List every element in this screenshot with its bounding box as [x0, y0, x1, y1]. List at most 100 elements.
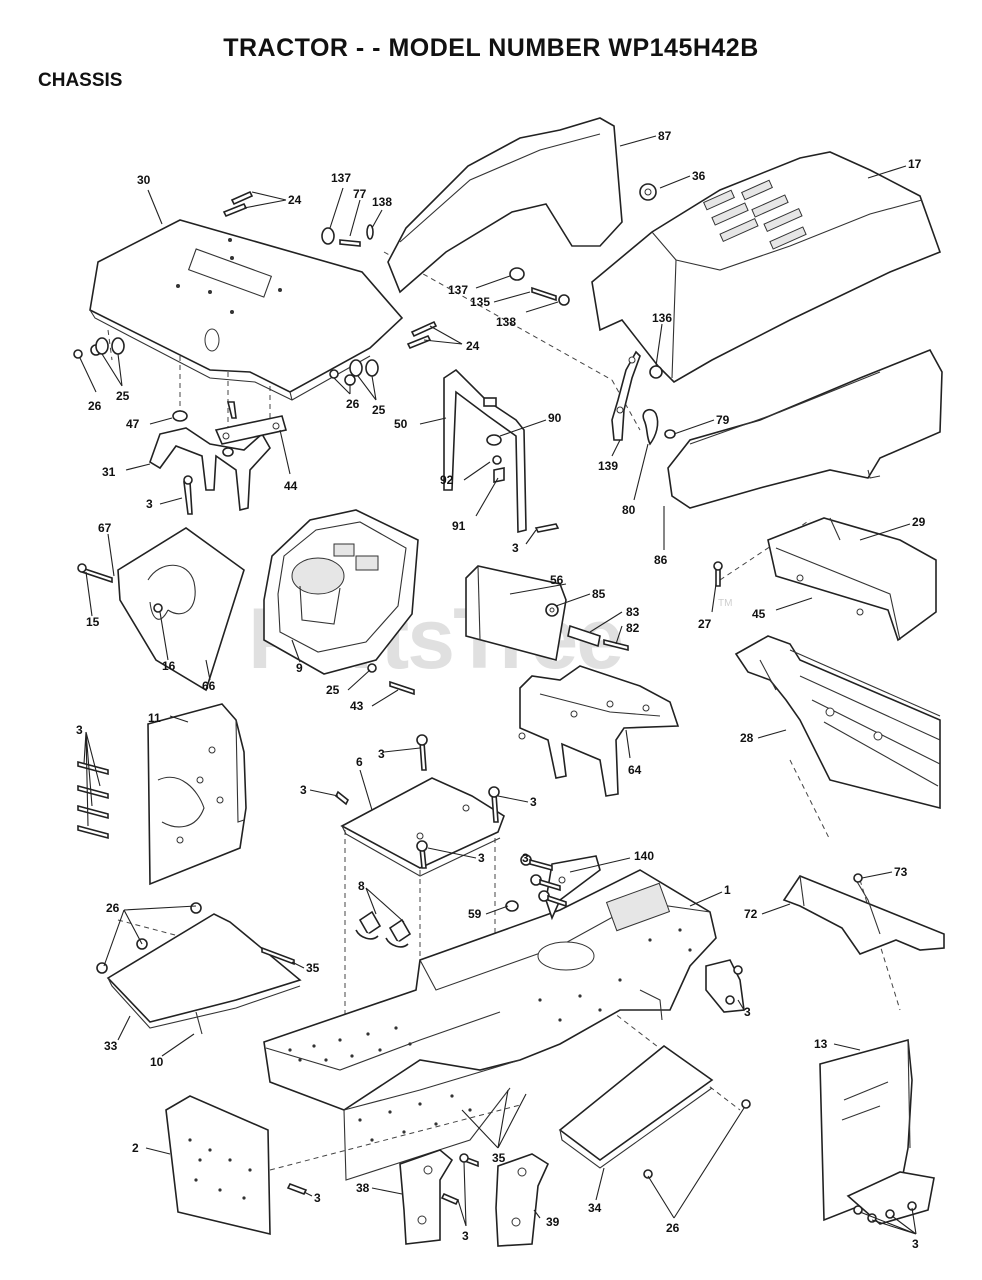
- part-lower-bracket-38[interactable]: [399, 1149, 454, 1245]
- part-retaining-clips[interactable]: [355, 910, 412, 948]
- callout-3-frame-right: 3: [744, 1005, 751, 1019]
- section-title: CHASSIS: [38, 70, 123, 91]
- callout-3-sidepanel-right: 3: [912, 1237, 919, 1251]
- part-front-panel-left[interactable]: [165, 1095, 308, 1236]
- callout-35-frame: 35: [492, 1151, 506, 1165]
- callout-1: 1: [724, 883, 731, 897]
- callout-13: 13: [814, 1037, 828, 1051]
- callout-17: 17: [908, 157, 922, 171]
- callout-26-footrest-right: 26: [666, 1221, 680, 1235]
- part-dash-console[interactable]: [263, 509, 419, 696]
- part-footrest-left[interactable]: [96, 902, 302, 1035]
- callout-92: 92: [440, 473, 454, 487]
- callout-24-lower: 24: [466, 339, 480, 353]
- callout-56: 56: [550, 573, 564, 587]
- part-lower-bracket-39[interactable]: [440, 1153, 550, 1247]
- callout-26-footrest: 26: [106, 901, 120, 915]
- callout-3-brackets: 3: [462, 1229, 469, 1243]
- callout-31: 31: [102, 465, 116, 479]
- callout-16: 16: [162, 659, 176, 673]
- callout-26-left: 26: [88, 399, 102, 413]
- callout-44: 44: [284, 479, 298, 493]
- callout-24-upper: 24: [288, 193, 302, 207]
- part-hood-side-panel-left[interactable]: [387, 117, 623, 294]
- callout-2: 2: [132, 1141, 139, 1155]
- callout-3-steering: 3: [512, 541, 519, 555]
- callout-39: 39: [546, 1215, 560, 1229]
- frame-holes: [288, 928, 692, 1142]
- hood-vent-grille: [703, 179, 807, 250]
- callout-67: 67: [98, 521, 112, 535]
- callout-80: 80: [622, 503, 636, 517]
- part-steering-support-bracket[interactable]: [443, 368, 560, 534]
- callout-28: 28: [740, 731, 754, 745]
- callout-87: 87: [658, 129, 672, 143]
- callout-3-sidepanel: 3: [76, 723, 83, 737]
- panel-2-holes: [188, 1138, 252, 1200]
- part-dash-support-bracket[interactable]: [149, 401, 288, 515]
- callout-33: 33: [104, 1039, 118, 1053]
- callout-3-panel2: 3: [314, 1191, 321, 1205]
- part-center-bracket[interactable]: [518, 665, 680, 797]
- callout-26-right: 26: [346, 397, 360, 411]
- callout-138-upper: 138: [372, 195, 392, 209]
- callout-66: 66: [202, 679, 216, 693]
- callout-137-lower: 137: [448, 283, 468, 297]
- part-side-panel-left[interactable]: [77, 703, 247, 886]
- callout-34: 34: [588, 1201, 602, 1215]
- callout-8: 8: [358, 879, 365, 893]
- part-footrest-right[interactable]: [558, 1044, 751, 1179]
- callout-15: 15: [86, 615, 100, 629]
- callout-43: 43: [350, 699, 364, 713]
- callout-35-footrest: 35: [306, 961, 320, 975]
- callout-47: 47: [126, 417, 140, 431]
- hardware-bolts-24: [222, 190, 438, 350]
- callout-59: 59: [468, 907, 482, 921]
- part-hood-bracket[interactable]: [611, 350, 659, 446]
- callout-6: 6: [356, 755, 363, 769]
- part-floor-plate[interactable]: [334, 734, 505, 877]
- callout-25-right: 25: [372, 403, 386, 417]
- callout-3-plate-bottom: 3: [478, 851, 485, 865]
- callout-45: 45: [752, 607, 766, 621]
- part-rear-frame-plate[interactable]: [734, 635, 941, 841]
- callout-85: 85: [592, 587, 606, 601]
- callout-82: 82: [626, 621, 640, 635]
- part-rear-cover[interactable]: [713, 517, 937, 642]
- part-rear-bracket[interactable]: [782, 873, 945, 955]
- callout-72: 72: [744, 907, 758, 921]
- callout-136: 136: [652, 311, 672, 325]
- callout-3-bracket: 3: [146, 497, 153, 511]
- callout-135: 135: [470, 295, 490, 309]
- callout-3-frame-bolt: 3: [522, 851, 529, 865]
- callout-9: 9: [296, 661, 303, 675]
- page-title: TRACTOR - - MODEL NUMBER WP145H42B: [223, 34, 759, 62]
- callout-38: 38: [356, 1181, 370, 1195]
- callout-10: 10: [150, 1055, 164, 1069]
- part-side-panel-right[interactable]: [819, 1038, 935, 1225]
- part-heat-shield[interactable]: [77, 527, 245, 692]
- hardware-bolts-140: [505, 854, 743, 1005]
- callout-25-left: 25: [116, 389, 130, 403]
- hardware-nuts-26-25: [73, 337, 379, 386]
- callout-77: 77: [353, 187, 367, 201]
- callout-91: 91: [452, 519, 466, 533]
- part-hood[interactable]: [591, 151, 942, 384]
- part-main-frame[interactable]: [263, 855, 745, 1181]
- callout-3-plate-top: 3: [378, 747, 385, 761]
- callout-83: 83: [626, 605, 640, 619]
- callout-3-plate-left: 3: [300, 783, 307, 797]
- callout-138-lower: 138: [496, 315, 516, 329]
- part-dash-panel[interactable]: [89, 219, 404, 401]
- callout-140: 140: [634, 849, 654, 863]
- callout-36: 36: [692, 169, 706, 183]
- callout-86: 86: [654, 553, 668, 567]
- callout-30: 30: [137, 173, 151, 187]
- callout-90: 90: [548, 411, 562, 425]
- leader-lines: [79, 135, 917, 1235]
- watermark-trademark: TM: [718, 598, 733, 609]
- part-lever-mount-bracket[interactable]: [465, 565, 629, 661]
- part-hood-side-panel-right[interactable]: [667, 348, 943, 509]
- callout-3-plate-right: 3: [530, 795, 537, 809]
- callout-64: 64: [628, 763, 642, 777]
